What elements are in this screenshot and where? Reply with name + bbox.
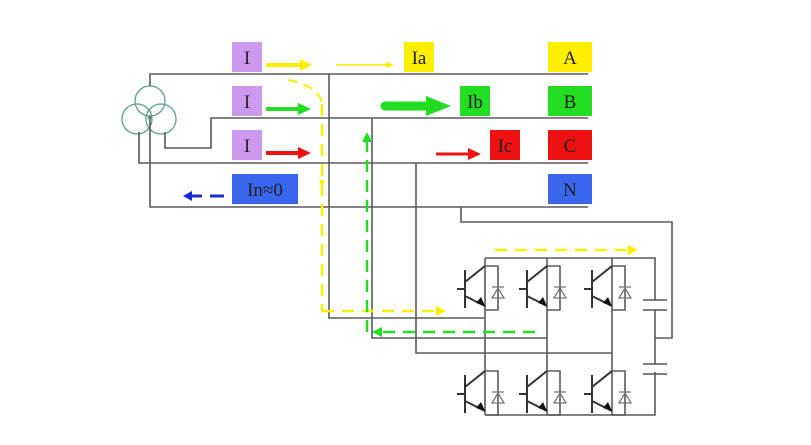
label-box-ic	[490, 130, 520, 160]
wire-phase-c	[138, 132, 588, 164]
label-box-i-a	[232, 42, 262, 72]
source-labels: I I I In≈0	[232, 42, 298, 204]
capacitor-icon	[643, 299, 667, 375]
label-i-a: I	[244, 48, 250, 69]
label-box-i-b	[232, 86, 262, 116]
arrow-compensation-yellow	[287, 79, 638, 316]
label-i-n: In≈0	[247, 180, 283, 201]
arrow-i-b	[266, 96, 451, 116]
tap-phase-b	[371, 118, 547, 339]
phase-box-c	[548, 130, 592, 160]
label-box-ib	[460, 86, 490, 116]
label-box-i-n	[232, 174, 298, 204]
label-ic: Ic	[498, 136, 513, 157]
arrow-i-n	[183, 191, 224, 201]
igbt-icon-4	[519, 370, 568, 416]
phase-box-b	[548, 86, 592, 116]
tap-neutral	[460, 207, 673, 339]
label-i-b: I	[244, 92, 250, 113]
arrow-compensation-green	[362, 132, 535, 337]
label-ia: Ia	[412, 48, 427, 69]
inverter-bridge	[484, 257, 656, 416]
label-box-i-c	[232, 130, 262, 160]
igbt-group	[457, 265, 633, 416]
wire-neutral	[149, 116, 588, 208]
phase-box-a	[548, 42, 592, 72]
bus-wires	[138, 73, 673, 354]
igbt-icon-3	[457, 370, 506, 416]
label-ib: Ib	[467, 92, 483, 113]
arrow-i-c	[266, 147, 481, 160]
load-current-labels: Ia Ib Ic	[404, 42, 520, 160]
label-i-c: I	[244, 136, 250, 157]
wire-phase-a	[149, 73, 588, 86]
phase-labels: A B C N	[548, 42, 592, 204]
current-arrows	[183, 59, 638, 337]
label-box-ia	[404, 42, 434, 72]
igbt-icon-2	[584, 265, 633, 311]
phase-label-c: C	[564, 136, 577, 157]
phase-label-a: A	[563, 48, 577, 69]
phase-box-n	[548, 174, 592, 204]
arrow-i-a	[266, 59, 394, 71]
phase-label-b: B	[564, 92, 577, 113]
igbt-icon-1	[519, 265, 568, 311]
transformer-icon	[121, 85, 177, 135]
wire-phase-b	[164, 117, 588, 149]
tap-phase-a	[328, 74, 485, 319]
igbt-icon-5	[584, 370, 633, 416]
phase-label-n: N	[563, 180, 577, 201]
igbt-icon-0	[457, 265, 506, 311]
